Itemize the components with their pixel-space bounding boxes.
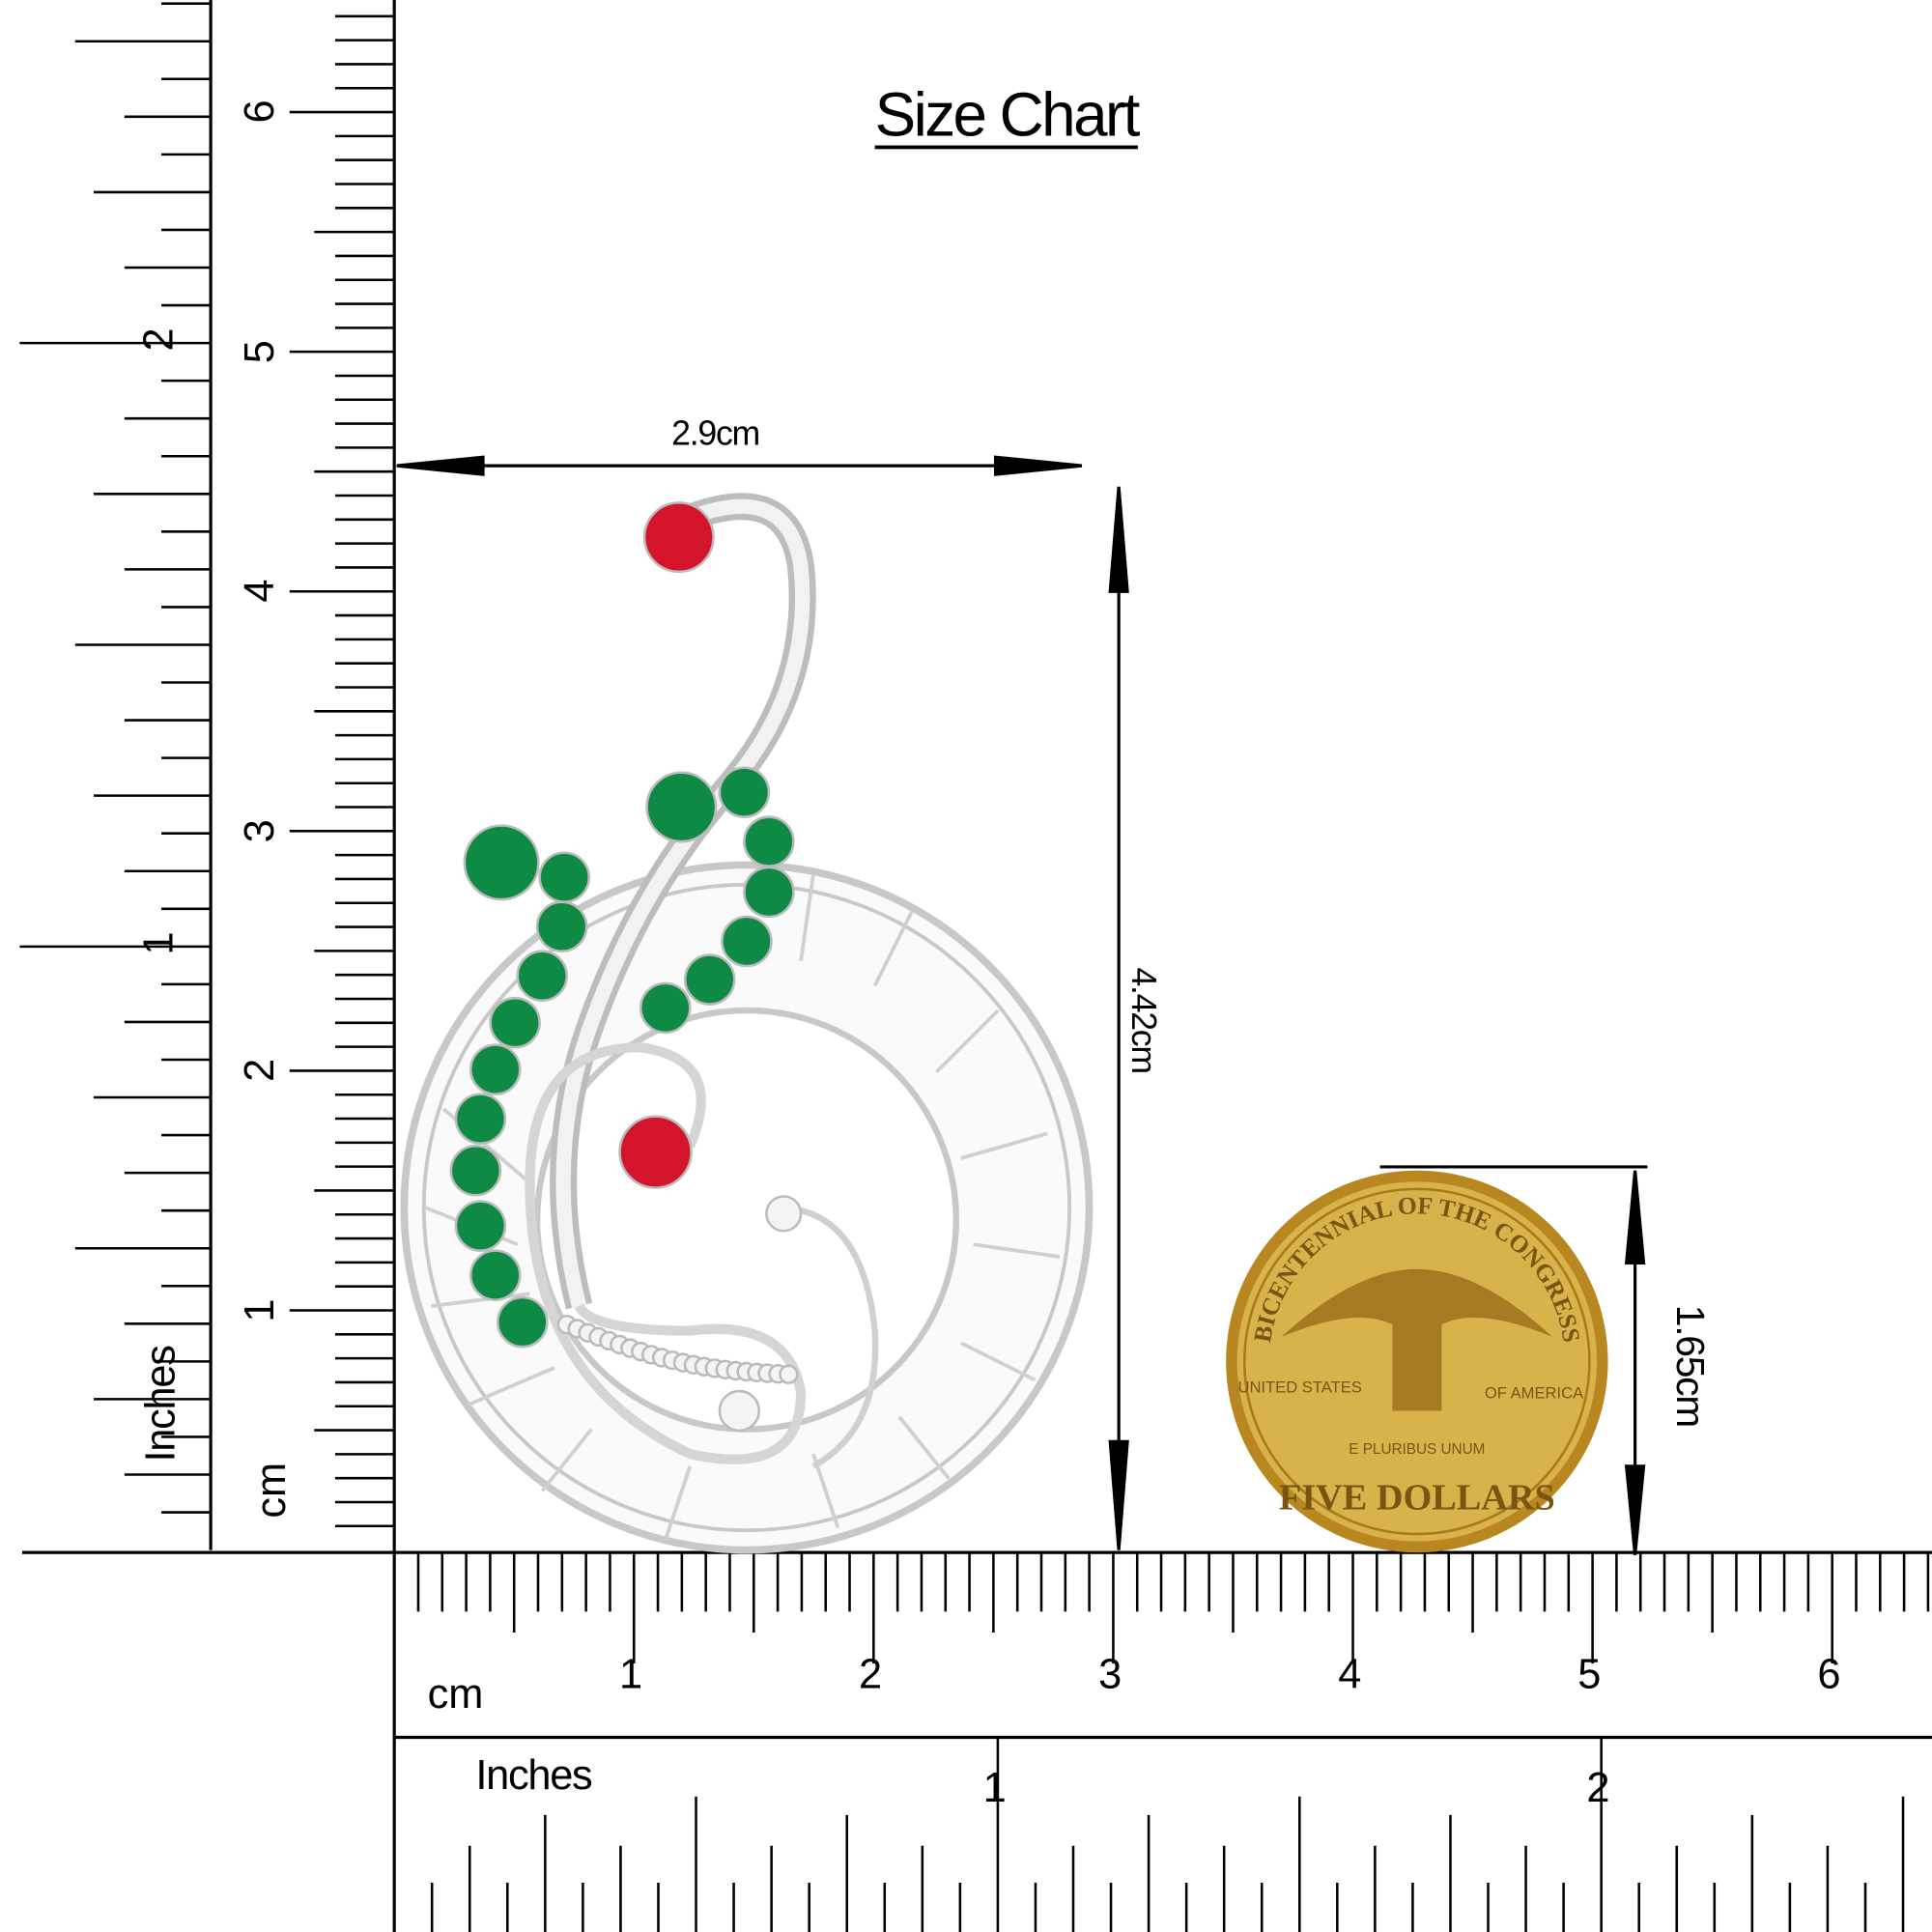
emerald-gem — [454, 1200, 507, 1252]
inch-tick-label-bottom: 1 — [982, 1764, 1007, 1811]
cm-tick-label-left: 4 — [236, 579, 284, 603]
ruby-gem — [642, 501, 715, 574]
emerald-gem — [645, 771, 718, 843]
diamond-accent — [779, 1364, 799, 1384]
coin-arrow-down — [1624, 1464, 1646, 1555]
coin-left-text: UNITED STATES — [1237, 1378, 1361, 1396]
cm-tick-label-left: 1 — [236, 1297, 284, 1321]
emerald-gem — [469, 1043, 522, 1095]
coin-motto: E PLURIBUS UNUM — [1349, 1441, 1485, 1458]
emerald-gem — [721, 915, 773, 968]
cm-tick-label-left: 3 — [236, 818, 284, 842]
emerald-gem — [743, 866, 795, 919]
diamond-accent — [765, 1195, 803, 1233]
emerald-gem — [639, 981, 692, 1035]
cm-unit-label-left: cm — [247, 1462, 296, 1519]
coin-image: BICENTENNIAL OF THE CONGRESS UNITED STAT… — [1226, 1170, 1608, 1553]
arrow-head-up — [1108, 486, 1129, 593]
emerald-gem — [463, 824, 540, 901]
inch-tick-label-left: 1 — [135, 931, 183, 955]
emerald-gem — [743, 815, 795, 867]
ruby-gem — [618, 1115, 693, 1189]
cm-tick-label-bottom: 5 — [1577, 1651, 1602, 1698]
emerald-gem — [497, 1295, 549, 1349]
emerald-gem — [535, 900, 588, 952]
arrow-head-right — [994, 455, 1083, 476]
inches-unit-label-bottom: Inches — [475, 1751, 592, 1800]
cm-tick-label-bottom: 3 — [1098, 1651, 1122, 1698]
width-label: 2.9cm — [671, 413, 760, 453]
coin-right-text: OF AMERICA — [1485, 1384, 1584, 1403]
emerald-gem — [449, 1144, 502, 1197]
coin-size-label: 1.65cm — [1668, 1304, 1713, 1428]
cm-tick-label-bottom: 2 — [859, 1651, 883, 1698]
emerald-gem — [454, 1093, 507, 1145]
emerald-gem — [469, 1249, 522, 1301]
emerald-gem — [516, 950, 569, 1002]
cm-tick-label-bottom: 1 — [618, 1651, 643, 1698]
coin-bottom-text: FIVE DOLLARS — [1279, 1477, 1555, 1518]
gemstones — [449, 501, 803, 1433]
inch-tick-label-left: 2 — [135, 327, 183, 352]
inches-unit-label-left: Inches — [137, 1346, 185, 1463]
cm-tick-label-bottom: 6 — [1817, 1651, 1841, 1698]
arrow-head-left — [396, 455, 485, 476]
arrow-head-down — [1108, 1439, 1129, 1550]
coin-arrow-up — [1624, 1170, 1646, 1264]
cm-tick-label-left: 6 — [236, 99, 284, 124]
cm-tick-label-left: 2 — [236, 1058, 284, 1082]
cm-unit-label-bottom: cm — [427, 1670, 484, 1719]
pendant-image — [400, 493, 1094, 1554]
height-label: 4.42cm — [1124, 967, 1163, 1073]
cm-tick-label-bottom: 4 — [1338, 1651, 1362, 1698]
inch-tick-label-bottom: 2 — [1586, 1764, 1610, 1811]
diamond-accent — [718, 1389, 760, 1433]
cm-tick-label-left: 5 — [236, 339, 284, 363]
page-title: Size Chart — [874, 79, 1141, 150]
emerald-gem — [538, 851, 590, 903]
dimension-arrows — [396, 455, 1648, 1555]
emerald-gem — [718, 766, 771, 818]
emerald-gem — [683, 953, 736, 1006]
emerald-gem — [489, 996, 541, 1049]
